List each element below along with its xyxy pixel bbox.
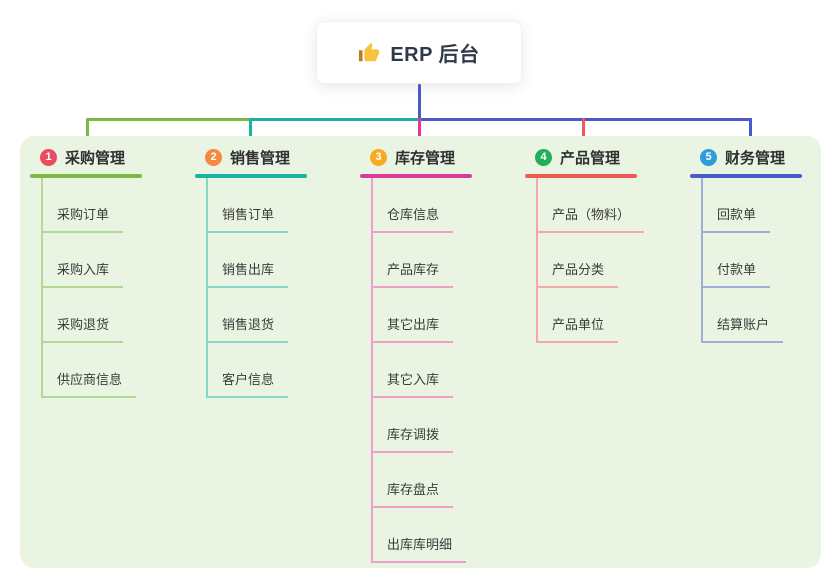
- branch-sales-title: 销售管理: [230, 149, 291, 167]
- branch-finance-underline: [690, 174, 802, 178]
- branch-sales-underline: [195, 174, 307, 178]
- connector-drop-finance: [749, 118, 752, 147]
- node-stock-count[interactable]: 库存盘点: [360, 453, 472, 508]
- branch-finance: 5 财务管理 回款单 付款单 结算账户: [690, 146, 802, 343]
- branch-inventory-header[interactable]: 3 库存管理: [360, 146, 472, 168]
- node-other-outbound[interactable]: 其它出库: [360, 288, 472, 343]
- connector-root-stem: [418, 84, 421, 120]
- node-other-inbound[interactable]: 其它入库: [360, 343, 472, 398]
- branch-purchase-vline: [41, 178, 43, 398]
- node-settlement-account[interactable]: 结算账户: [690, 288, 802, 343]
- connector-h-blue: [419, 118, 752, 121]
- branch-product-underline: [525, 174, 637, 178]
- branch-purchase: 1 采购管理 采购订单 采购入库 采购退货 供应商信息: [30, 146, 142, 398]
- thumbs-up-icon: [358, 42, 380, 64]
- root-node[interactable]: ERP 后台: [316, 21, 522, 84]
- node-receipt-doc[interactable]: 回款单: [690, 178, 802, 233]
- connector-drop-inventory: [418, 118, 421, 147]
- badge-2: 2: [205, 148, 222, 166]
- node-sales-order[interactable]: 销售订单: [195, 178, 307, 233]
- branch-finance-header[interactable]: 5 财务管理: [690, 146, 802, 168]
- node-purchase-return[interactable]: 采购退货: [30, 288, 142, 343]
- branch-inventory-underline: [360, 174, 472, 178]
- branch-product-title: 产品管理: [560, 149, 621, 167]
- node-product-stock[interactable]: 产品库存: [360, 233, 472, 288]
- branch-finance-vline: [701, 178, 703, 343]
- node-product-material[interactable]: 产品（物料）: [525, 178, 645, 233]
- node-sales-return[interactable]: 销售退货: [195, 288, 307, 343]
- node-customer-info[interactable]: 客户信息: [195, 343, 307, 398]
- node-supplier-info[interactable]: 供应商信息: [30, 343, 142, 398]
- branch-inventory-title: 库存管理: [395, 149, 456, 167]
- branch-purchase-underline: [30, 174, 142, 178]
- branch-product-children: 产品（物料） 产品分类 产品单位: [525, 178, 645, 343]
- badge-3: 3: [370, 148, 387, 166]
- branch-inventory: 3 库存管理 仓库信息 产品库存 其它出库 其它入库 库存调拨 库存盘点 出库库…: [360, 146, 472, 563]
- node-payment-doc[interactable]: 付款单: [690, 233, 802, 288]
- branch-product: 4 产品管理 产品（物料） 产品分类 产品单位: [525, 146, 645, 343]
- node-product-category[interactable]: 产品分类: [525, 233, 637, 288]
- node-warehouse-info[interactable]: 仓库信息: [360, 178, 472, 233]
- branches-panel: [20, 136, 821, 568]
- connector-drop-sales: [249, 118, 252, 147]
- branch-sales: 2 销售管理 销售订单 销售出库 销售退货 客户信息: [195, 146, 307, 398]
- node-product-unit[interactable]: 产品单位: [525, 288, 637, 343]
- branch-sales-vline: [206, 178, 208, 398]
- branch-inventory-children: 仓库信息 产品库存 其它出库 其它入库 库存调拨 库存盘点 出库库明细: [360, 178, 472, 563]
- node-outbound-detail[interactable]: 出库库明细: [360, 508, 472, 563]
- branch-inventory-vline: [371, 178, 373, 563]
- branch-purchase-children: 采购订单 采购入库 采购退货 供应商信息: [30, 178, 142, 398]
- branch-finance-children: 回款单 付款单 结算账户: [690, 178, 802, 343]
- branch-purchase-header[interactable]: 1 采购管理: [30, 146, 142, 168]
- root-title: ERP 后台: [390, 44, 480, 66]
- badge-5: 5: [700, 148, 717, 166]
- branch-purchase-title: 采购管理: [65, 149, 126, 167]
- connector-drop-purchase: [86, 118, 89, 147]
- branch-sales-header[interactable]: 2 销售管理: [195, 146, 307, 168]
- branch-sales-children: 销售订单 销售出库 销售退货 客户信息: [195, 178, 307, 398]
- connector-drop-product: [582, 118, 585, 147]
- badge-4: 4: [535, 148, 552, 166]
- node-sales-outbound[interactable]: 销售出库: [195, 233, 307, 288]
- node-purchase-order[interactable]: 采购订单: [30, 178, 142, 233]
- branch-product-vline: [536, 178, 538, 343]
- badge-1: 1: [40, 148, 57, 166]
- branch-finance-title: 财务管理: [725, 149, 786, 167]
- branch-product-header[interactable]: 4 产品管理: [525, 146, 637, 168]
- connector-h-green: [87, 118, 251, 121]
- node-purchase-inbound[interactable]: 采购入库: [30, 233, 142, 288]
- connector-h-teal: [250, 118, 420, 121]
- node-stock-transfer[interactable]: 库存调拨: [360, 398, 472, 453]
